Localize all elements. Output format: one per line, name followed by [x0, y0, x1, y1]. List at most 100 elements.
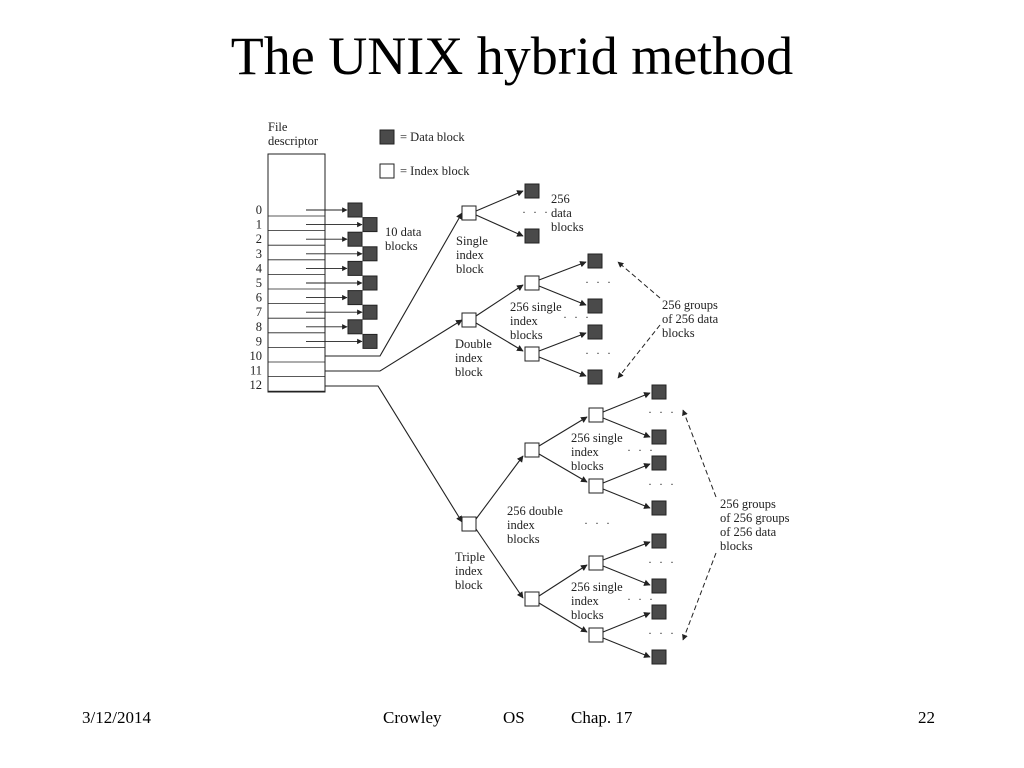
double-mid-label-line3: blocks — [510, 328, 543, 342]
double-data-block-4 — [587, 369, 603, 385]
triple-double-label-line1: 256 double — [507, 504, 563, 518]
triple-ellipsis-2: · · · — [627, 443, 655, 457]
triple-groups-label-line1: 256 groups — [720, 497, 776, 511]
triple-l-a-to-data-1 — [602, 541, 651, 561]
direct-data-block — [347, 231, 363, 247]
direct-data-blocks — [306, 202, 378, 349]
double-single-index-top — [524, 275, 540, 291]
descriptor-entry-label: 1 — [256, 218, 262, 232]
legend-data-block-swatch — [379, 129, 395, 145]
single-data-label-line2: data — [551, 206, 572, 220]
direct-data-block — [347, 290, 363, 306]
pointer-double-indirect — [325, 319, 463, 372]
triple-upper-to-single-a — [538, 416, 588, 447]
triple-lower-to-single-b — [538, 602, 588, 633]
single-to-data-top — [475, 190, 524, 212]
double-ellipsis-2: · · · — [563, 310, 591, 324]
triple-index-label-line2: index — [455, 564, 484, 578]
triple-ellipsis-4: · · · — [648, 555, 676, 569]
double-mid-label-line1: 256 single — [510, 300, 562, 314]
single-index-label-line3: block — [456, 262, 485, 276]
triple-u-b-to-data-2 — [602, 488, 651, 509]
triple-groups-label-line3: of 256 data — [720, 525, 777, 539]
double-data-block-3 — [587, 324, 603, 340]
double-top-to-data-a — [538, 261, 587, 281]
slide-title: The UNIX hybrid method — [230, 26, 794, 86]
double-index-label-line1: Double — [455, 337, 492, 351]
triple-upper-single-label-line2: index — [571, 445, 600, 459]
double-bottom-to-data-a — [538, 332, 587, 352]
triple-data-block-8 — [651, 649, 667, 665]
single-data-label-line3: blocks — [551, 220, 584, 234]
direct-data-block — [362, 333, 378, 349]
double-groups-label-line1: 256 groups — [662, 298, 718, 312]
single-data-ellipsis: · · · — [522, 205, 550, 219]
direct-data-block — [362, 304, 378, 320]
legend-index-block-label: = Index block — [400, 164, 470, 178]
single-index-label-line1: Single — [456, 234, 488, 248]
double-index-label-line2: index — [455, 351, 484, 365]
triple-lower-single-index-a — [588, 555, 604, 571]
double-bottom-to-data-b — [538, 356, 587, 377]
triple-lower-single-index-b — [588, 627, 604, 643]
single-index-block — [461, 205, 477, 221]
descriptor-entry-label: 7 — [256, 305, 262, 319]
direct-data-block — [347, 202, 363, 218]
double-groups-arrow-down — [617, 324, 661, 379]
pointer-triple-indirect — [325, 385, 463, 523]
triple-upper-single-index-a — [588, 407, 604, 423]
triple-index-block — [461, 516, 477, 532]
triple-lower-single-label-line3: blocks — [571, 608, 604, 622]
triple-data-block-1 — [651, 384, 667, 400]
double-index-block — [461, 312, 477, 328]
triple-double-index-top — [524, 442, 540, 458]
descriptor-entry-label: 2 — [256, 232, 262, 246]
direct-data-block — [347, 319, 363, 335]
descriptor-entry-label: 10 — [250, 349, 263, 363]
double-groups-label-line2: of 256 data — [662, 312, 719, 326]
triple-double-label-line2: index — [507, 518, 536, 532]
triple-u-a-to-data-2 — [602, 417, 651, 438]
triple-upper-single-index-b — [588, 478, 604, 494]
legend-data-block-label: = Data block — [400, 130, 465, 144]
double-mid-label-line2: index — [510, 314, 539, 328]
triple-lower-to-single-a — [538, 564, 588, 597]
triple-data-block-6 — [651, 578, 667, 594]
direct-blocks-label-line2: blocks — [385, 239, 418, 253]
double-to-single-bottom — [475, 322, 524, 352]
direct-data-block — [362, 217, 378, 233]
triple-ellipsis-6: · · · — [648, 626, 676, 640]
triple-groups-label-line2: of 256 groups — [720, 511, 790, 525]
direct-data-block — [362, 246, 378, 262]
double-index-label-line3: block — [455, 365, 484, 379]
double-groups-arrow-up — [617, 261, 661, 299]
triple-u-a-to-data-1 — [602, 392, 651, 413]
triple-ellipsis-5: · · · — [627, 592, 655, 606]
triple-l-b-to-data-1 — [602, 612, 651, 633]
triple-data-block-4 — [651, 500, 667, 516]
footer-chapter: Chap. 17 — [571, 708, 633, 727]
single-data-label-line1: 256 — [551, 192, 570, 206]
direct-blocks-label-line1: 10 data — [385, 225, 422, 239]
legend-index-block-swatch — [379, 163, 395, 179]
footer-page-number: 22 — [918, 708, 935, 727]
descriptor-entry-label: 8 — [256, 320, 262, 334]
double-data-block-1 — [587, 253, 603, 269]
single-to-data-bottom — [475, 214, 524, 237]
file-descriptor-label-line1: File — [268, 120, 288, 134]
double-ellipsis-1: · · · — [585, 275, 613, 289]
double-ellipsis-3: · · · — [585, 346, 613, 360]
footer-author: Crowley — [383, 708, 442, 727]
direct-data-block — [347, 260, 363, 276]
triple-upper-to-single-b — [538, 453, 588, 483]
triple-data-block-3 — [651, 455, 667, 471]
triple-double-label-line3: blocks — [507, 532, 540, 546]
descriptor-entry-label: 5 — [256, 276, 262, 290]
double-top-to-data-b — [538, 285, 587, 306]
footer-course: OS — [503, 708, 525, 727]
double-data-block-2 — [587, 298, 603, 314]
triple-groups-arrow-up — [682, 409, 717, 498]
triple-lower-single-label-line2: index — [571, 594, 600, 608]
direct-data-block — [362, 275, 378, 291]
